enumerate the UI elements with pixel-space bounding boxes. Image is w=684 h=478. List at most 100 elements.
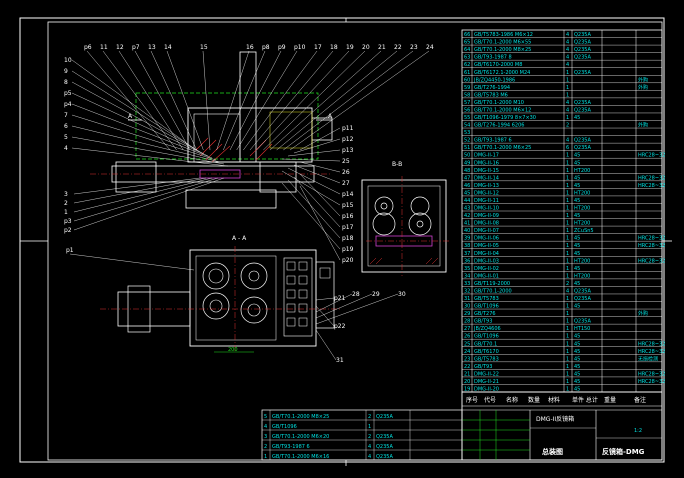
bom-no: 50 [464,153,470,159]
bom-qty: 4 [566,32,569,38]
bom-no: 37 [464,251,470,257]
bom-material: 45 [574,364,580,370]
bom-qty: 1 [566,349,569,355]
bom-qty: 1 [566,77,569,83]
bom-no: 34 [464,273,470,279]
callout-top-4: 13 [148,44,156,51]
bom-material: 45 [574,236,580,242]
bom-material: 45 [574,356,580,362]
bom-code: GB/T70.1-2000 M6×25 [474,145,531,151]
bom-qty: 1 [566,356,569,362]
bom-material: 45 [574,175,580,181]
callout-right-5: 27 [342,180,350,187]
bom-qty: 1 [566,153,569,159]
callout-top-14: 20 [362,44,370,51]
callout-lower-5: 31 [336,357,344,364]
bom-note: HRC28~32 [638,183,665,189]
bom-code: DMG-II-10 [474,206,499,212]
bom-code: DMG-II-08 [474,221,499,227]
bom-no: 51 [464,145,470,151]
section-title-bb: B-B [392,161,402,168]
section-mark-right: A [328,113,333,120]
callout-top-2: 12 [116,44,124,51]
bom-material: Q235A [574,47,591,53]
bom-code: DMG-II-07 [474,228,499,234]
callout-top-7: 16 [246,44,254,51]
bom-code: GB/T70.1-2000 M10 [474,100,524,106]
bom-qty: 1 [566,198,569,204]
bom-qty: 1 [566,387,569,393]
title-block: 序号代号名称数量材料单件 总计重量备注 DMG-II反镜箱 总装图 反镜箱-DM… [461,391,663,461]
bom-qty: 1 [566,168,569,174]
bom-code: GB/T5783-1986 M6×12 [474,32,533,38]
bom-code: GB/T6170 [474,349,499,355]
bom-code: GB/T1096 [474,304,499,310]
callout-top-16: 22 [394,44,402,51]
bom-note: 外购 [638,84,648,91]
bom-lower-no: 1 [264,454,267,460]
callout-lower-1: p22 [334,323,346,330]
callout-top-18: 24 [426,44,434,51]
section-title-aa: A - A [232,235,247,242]
bom-code: GB/T1096-1979 8×7×30 [474,115,536,121]
bom-qty: 4 [566,40,569,46]
title-header-cell: 序号 [466,396,478,404]
bom-no: 58 [464,92,470,98]
callout-left-lower-2: 1 [64,209,68,216]
bom-no: 44 [464,198,470,204]
bom-no: 26 [464,334,470,340]
callout-left-8: 4 [64,145,68,152]
plan-view-aa: A - A 200 p1 [66,235,340,353]
bom-code: DMG-II-13 [474,183,499,189]
callout-top-11: 17 [314,44,322,51]
callout-right-4: 26 [342,169,350,176]
bom-no: 23 [464,356,470,362]
callout-top-13: 19 [346,44,354,51]
bom-qty: 1 [566,213,569,219]
bom-qty: 4 [566,47,569,53]
bom-qty: 4 [566,100,569,106]
callout-left-5: 7 [64,112,68,119]
bom-qty: 1 [566,236,569,242]
title-header-cell: 材料 [548,396,560,404]
bom-material: 45 [574,341,580,347]
bom-no: 62 [464,62,470,68]
callout-right-1: p12 [342,136,354,143]
title-header-cell: 单件 总计 [572,396,598,404]
callout-left-lower-0: 3 [64,191,68,198]
bom-no: 33 [464,281,470,287]
bom-note: 无损检测 [638,355,658,362]
bom-no: 32 [464,288,470,294]
callout-right-9: p17 [342,224,354,231]
bom-material: 45 [574,243,580,249]
bom-lower-qty: 4 [368,454,371,460]
bom-no: 39 [464,236,470,242]
bom-code: DMG-II-06 [474,236,499,242]
bom-no: 31 [464,296,470,302]
section-view-bb: B-B [361,161,450,276]
bom-code: DMG-II-15 [474,168,499,174]
bom-material: 45 [574,266,580,272]
bom-code: DMG-II-16 [474,160,499,166]
